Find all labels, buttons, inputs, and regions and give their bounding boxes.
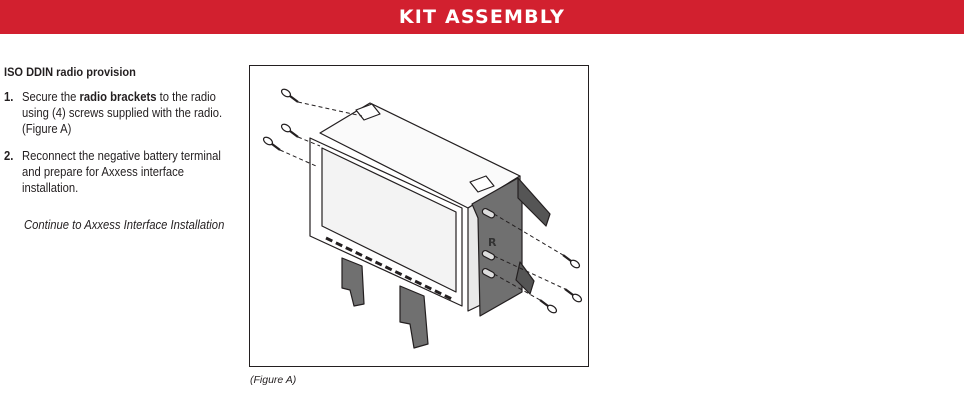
step-text: Reconnect the negative battery terminal … [22,149,221,195]
screw-icon [262,136,281,151]
radio-buttons [325,236,455,302]
continue-note: Continue to Axxess Interface Installatio… [24,218,225,232]
screw-icon [564,288,583,303]
left-bracket-leg [341,257,365,307]
screw-icon [539,299,558,314]
kit-assembly-banner: KIT ASSEMBLY [0,0,964,34]
step-number: 2. [4,149,14,163]
section-title: ISO DDIN radio provision [4,65,136,79]
screw-icon [562,254,581,269]
top-clip [469,175,495,193]
bracket-tab-icon [517,177,551,227]
bracket-slot [481,267,496,279]
step-1: 1. Secure the radio brackets to the radi… [4,89,225,137]
figure-caption: (Figure A) [250,374,297,386]
radio-brackets-label: radio brackets [79,90,157,104]
bracket-slot [481,207,496,219]
left-bracket-leg [399,285,429,349]
instructions-column: ISO DDIN radio provision 1. Secure the r… [4,65,226,232]
figure-a-box: R [249,65,589,367]
screw-icon [280,123,299,138]
bracket-side-mark: R [488,236,497,249]
bracket-tab-lower [515,261,535,295]
step-2: 2. Reconnect the negative battery termin… [4,148,225,196]
alignment-lines [279,101,566,301]
step-text: Secure the radio brackets to the radio u… [22,90,223,136]
bracket-slot [481,249,496,261]
radio-bracket-illustration: R [262,88,583,349]
step-number: 1. [4,90,14,104]
screw-icon [280,88,299,103]
radio-screen [321,147,457,293]
